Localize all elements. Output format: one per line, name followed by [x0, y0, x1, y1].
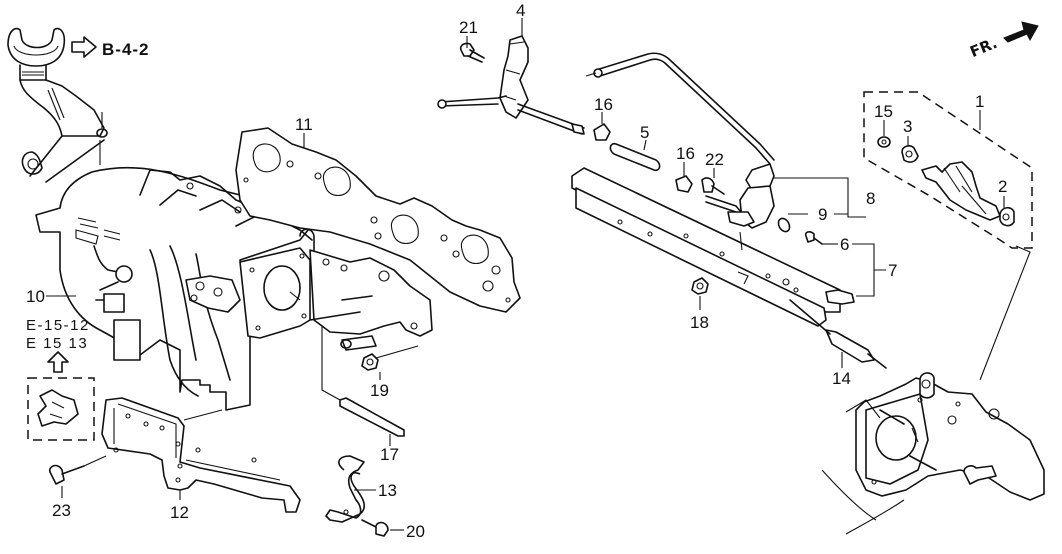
callout-16b[interactable]: 16 — [676, 144, 695, 163]
regulator-o-ring-9[interactable] — [776, 216, 792, 233]
callout-2[interactable]: 2 — [998, 177, 1007, 196]
callout-4[interactable]: 4 — [516, 1, 525, 20]
callout-15[interactable]: 15 — [874, 102, 893, 121]
hose-clip-16b[interactable] — [675, 175, 693, 193]
front-direction-arrow-icon — [1003, 21, 1039, 43]
intake-manifold[interactable] — [35, 166, 433, 411]
harness-clamp-bracket-13[interactable] — [325, 455, 365, 523]
fuel-rail[interactable] — [571, 167, 855, 327]
callout-20[interactable]: 20 — [406, 522, 425, 541]
fuel-pipe-bracket[interactable] — [437, 35, 585, 135]
callout-17[interactable]: 17 — [380, 445, 399, 464]
injector-cushion-ring-3[interactable] — [901, 145, 919, 163]
callout-12[interactable]: 12 — [170, 503, 189, 522]
fuel-injector[interactable] — [921, 161, 1001, 221]
front-direction-indicator: FR. — [967, 21, 1039, 61]
callout-16a[interactable]: 16 — [594, 95, 613, 114]
callout-labels: 1 2 3 4 5 6 7 8 9 10 11 12 13 14 15 16 1… — [26, 1, 1007, 541]
throttle-body[interactable] — [821, 372, 1045, 535]
cross-ref-b-4-2[interactable]: B-4-2 — [71, 36, 150, 59]
callout-10[interactable]: 10 — [26, 287, 45, 306]
injector-group-box — [863, 91, 1033, 249]
callout-19[interactable]: 19 — [370, 381, 389, 400]
callout-8[interactable]: 8 — [866, 189, 875, 208]
callout-13[interactable]: 13 — [378, 481, 397, 500]
stud-bolt-14[interactable] — [789, 299, 887, 369]
hose-clip-16a[interactable] — [593, 123, 611, 141]
throttle-cable-bracket — [7, 27, 108, 183]
callout-18[interactable]: 18 — [690, 313, 709, 332]
callout-23[interactable]: 23 — [52, 501, 71, 520]
intake-manifold-gasket[interactable] — [235, 127, 521, 313]
flange-nut-19[interactable] — [361, 345, 419, 371]
flange-bolt-23[interactable] — [48, 455, 107, 485]
callout-7[interactable]: 7 — [888, 261, 897, 280]
outline-arrow-up-icon — [47, 351, 69, 373]
flange-nut-18[interactable] — [691, 277, 709, 295]
fuel-pressure-regulator[interactable] — [705, 163, 775, 229]
cross-ref-e-15[interactable] — [47, 351, 69, 373]
cross-ref-e-15-13[interactable]: E 15 13 — [26, 335, 88, 352]
manifold-bracket-12[interactable] — [101, 397, 301, 513]
fr-label: FR. — [967, 34, 1000, 61]
cross-ref-label: B-4-2 — [102, 40, 150, 59]
stud-bolt-17[interactable] — [321, 326, 405, 437]
callout-1[interactable]: 1 — [975, 92, 984, 111]
flange-bolt-20[interactable] — [361, 519, 389, 537]
wire-harness-clip-inset — [27, 377, 95, 441]
callout-3[interactable]: 3 — [903, 117, 912, 136]
callout-14[interactable]: 14 — [832, 369, 851, 388]
fuel-return-hose[interactable] — [585, 52, 775, 165]
regulator-bolt-6[interactable] — [804, 231, 823, 245]
callout-6[interactable]: 6 — [840, 235, 849, 254]
outline-arrow-right-icon — [71, 36, 97, 58]
banjo-bolt-22[interactable] — [701, 177, 725, 195]
callout-9[interactable]: 9 — [818, 205, 827, 224]
flange-bolt-21[interactable] — [459, 42, 485, 63]
cross-ref-e-15-12[interactable]: E-15-12 — [26, 317, 90, 334]
injector-o-ring-15[interactable] — [877, 136, 891, 148]
callout-22[interactable]: 22 — [705, 150, 724, 169]
leader-lines — [46, 18, 1031, 531]
callout-21[interactable]: 21 — [459, 18, 478, 37]
callout-11[interactable]: 11 — [295, 115, 313, 134]
fuel-hose-5[interactable] — [609, 142, 661, 172]
cross-ref-e-15-labels[interactable]: E-15-12 E 15 13 — [26, 317, 90, 352]
injector-seal-ring-2[interactable] — [999, 206, 1015, 227]
callout-5[interactable]: 5 — [640, 123, 649, 142]
